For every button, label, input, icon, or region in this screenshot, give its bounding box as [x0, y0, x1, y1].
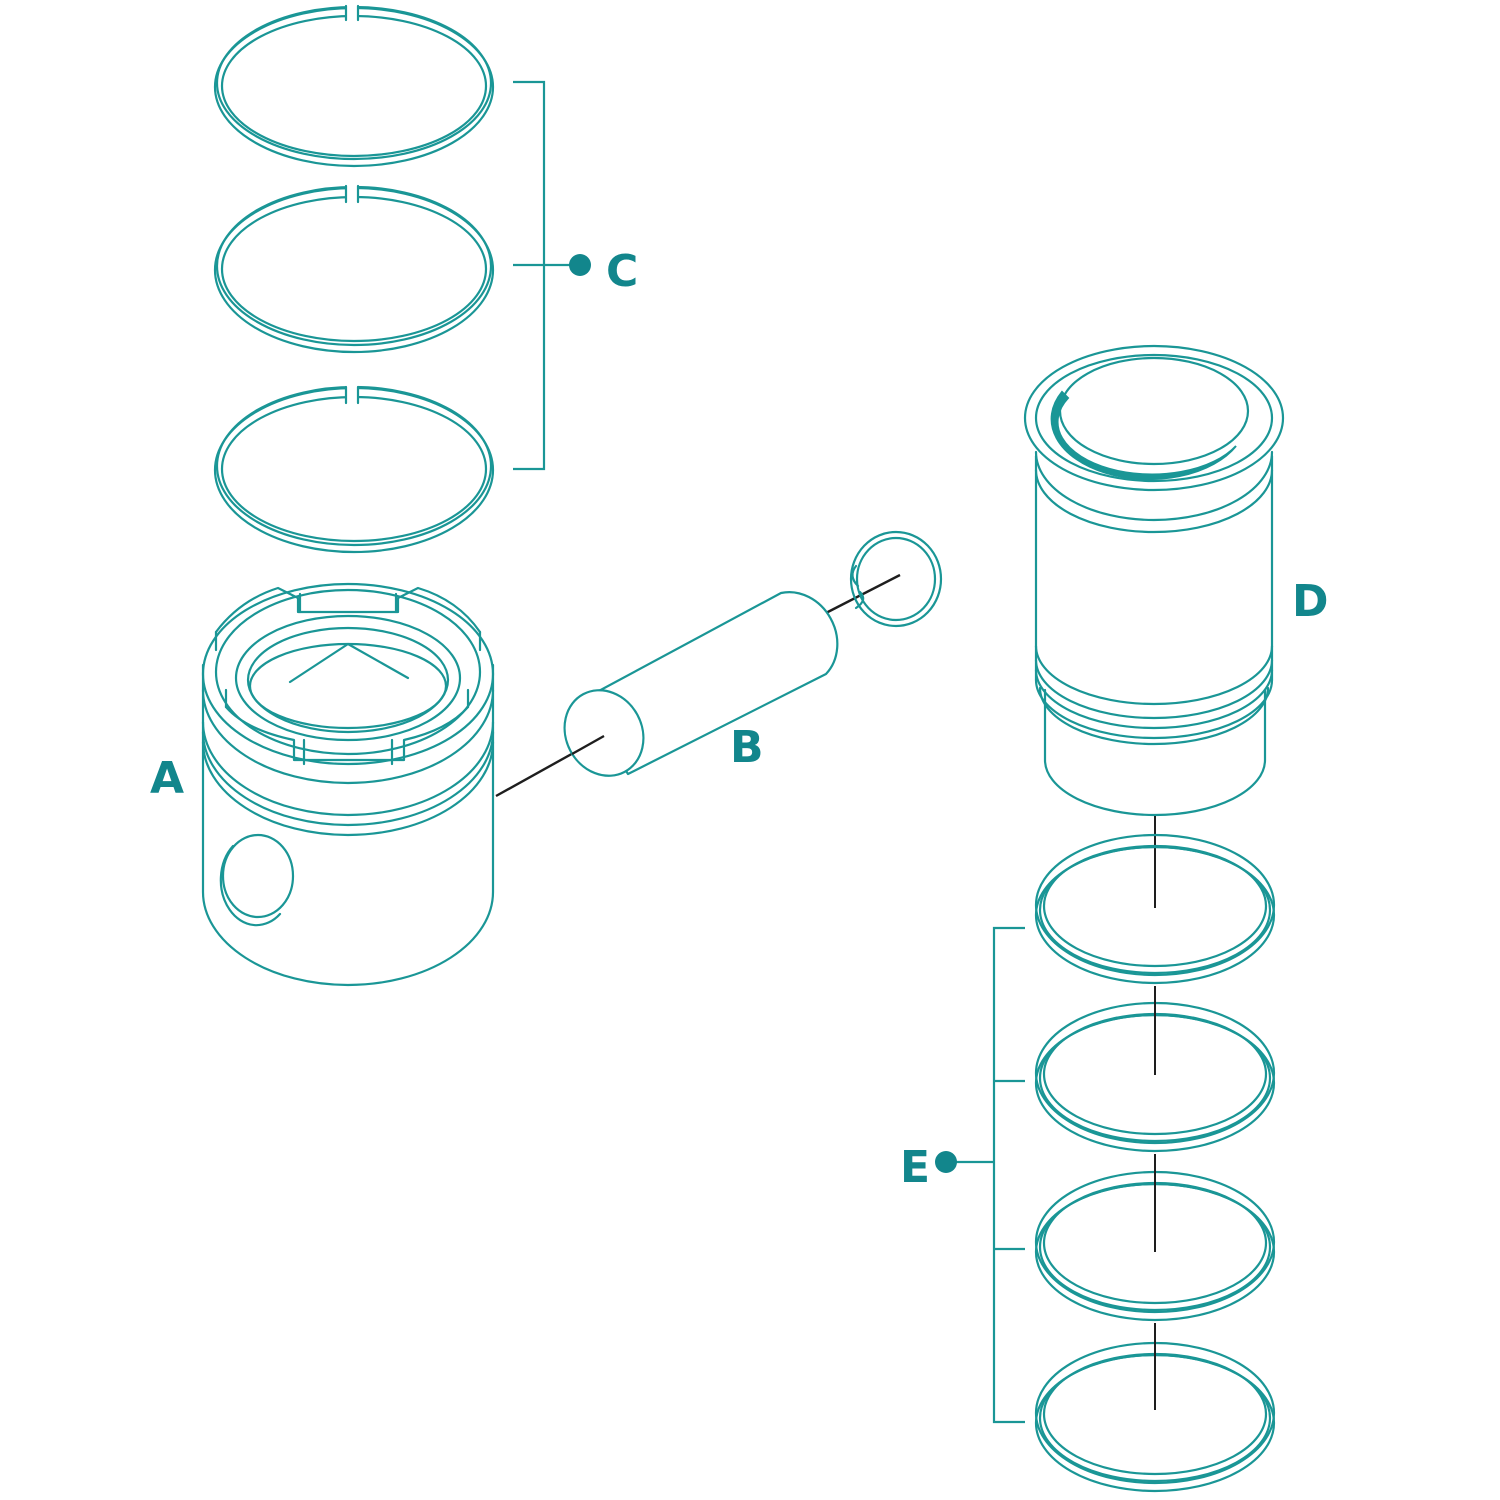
rings-leader-dot [569, 254, 591, 276]
label-c: C [606, 246, 638, 297]
piston-ring-3 [213, 383, 495, 554]
label-a: A [150, 753, 184, 804]
piston-pin [563, 591, 839, 777]
liner-seal-1 [1034, 833, 1276, 985]
pin-axis-stub [571, 734, 605, 756]
seals-leader-bracket [935, 926, 1025, 1424]
label-e: E [900, 1142, 930, 1193]
piston-ring-2 [213, 182, 495, 354]
piston [201, 582, 495, 987]
circlip [849, 530, 943, 628]
cylinder-liner [1023, 344, 1285, 817]
seals-leader-dot [935, 1151, 957, 1173]
label-b: B [730, 722, 764, 773]
piston-ring-1 [213, 2, 495, 168]
label-d: D [1292, 576, 1329, 627]
rings-leader-bracket [513, 80, 591, 471]
